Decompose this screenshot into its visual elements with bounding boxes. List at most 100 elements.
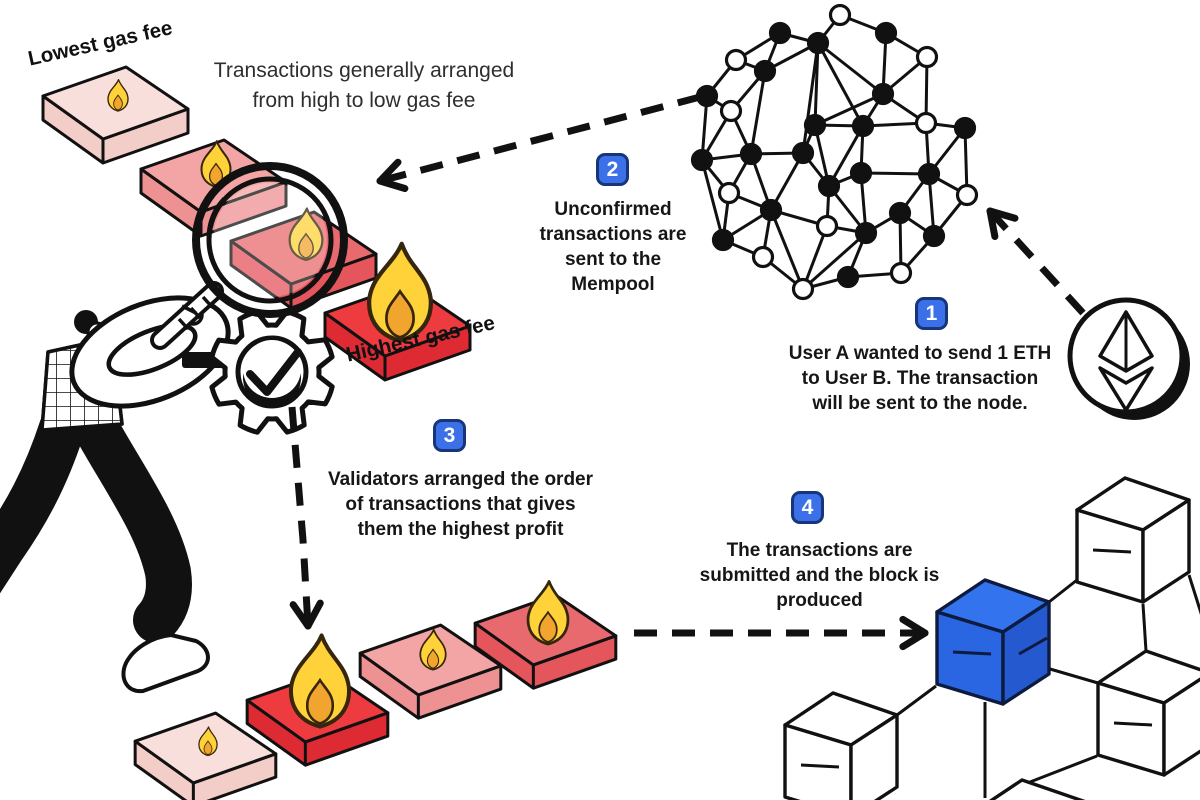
- tx-block: [139, 138, 288, 238]
- magnifying-glass-icon: [181, 162, 348, 318]
- dashed-arrow: [987, 208, 1086, 316]
- network-node: [806, 31, 830, 55]
- cube: [783, 691, 899, 800]
- gear-check-icon: [209, 309, 335, 435]
- tx-block: [41, 65, 190, 165]
- tx-block: [473, 580, 618, 690]
- network-node: [791, 277, 815, 301]
- cube-link: [896, 684, 937, 717]
- network-node: [717, 181, 741, 205]
- step-4-badge: 4: [791, 491, 824, 524]
- tx-block: [358, 623, 503, 720]
- person-illustration: [0, 295, 231, 694]
- network-edge: [860, 171, 930, 176]
- arrowhead: [289, 601, 312, 630]
- flame-icon: [107, 79, 129, 112]
- step-3-badge: 3: [433, 419, 466, 452]
- cube-link: [1049, 667, 1099, 685]
- network-node: [889, 261, 913, 285]
- cube: [1096, 649, 1200, 777]
- network-node: [922, 224, 946, 248]
- network-node: [817, 174, 841, 198]
- step-4-text: The transactions are submitted and the b…: [699, 540, 940, 612]
- shoe: [121, 633, 210, 694]
- dashed-arrow: [379, 93, 701, 185]
- network-node: [724, 48, 748, 72]
- eth-glyph-bottom: [1098, 366, 1154, 412]
- diagram-title: Transactions generally arranged from hig…: [213, 59, 515, 113]
- network-node: [803, 113, 827, 137]
- network-node: [849, 161, 873, 185]
- cube: [1075, 476, 1191, 604]
- cube-link: [1048, 578, 1078, 604]
- network-node: [917, 162, 941, 186]
- blockchain-cubes: [783, 476, 1200, 800]
- step-1-text: User A wanted to send 1 ETH to User B. T…: [788, 343, 1052, 415]
- arrowhead: [986, 207, 999, 241]
- arrowhead: [376, 158, 402, 185]
- produced-block-cube: [935, 578, 1051, 706]
- flow-arrows: [288, 93, 1086, 651]
- step-1-badge: 1: [915, 297, 948, 330]
- network-node: [739, 142, 763, 166]
- network-edge: [801, 225, 829, 290]
- network-node: [874, 21, 898, 45]
- arrowhead: [304, 599, 324, 630]
- network-edge: [827, 125, 865, 187]
- cube: [988, 778, 1086, 800]
- network-edge: [802, 231, 867, 291]
- network-node: [915, 45, 939, 69]
- flame-icon: [526, 580, 570, 646]
- mempool-network-graph: [690, 3, 979, 301]
- arrowhead: [899, 615, 929, 637]
- network-node: [888, 201, 912, 225]
- dashed-arrow: [288, 406, 312, 627]
- step-3-text: Validators arranged the order of transac…: [327, 469, 594, 541]
- flame-icon: [198, 726, 218, 757]
- flame-icon: [367, 241, 433, 343]
- network-node: [751, 245, 775, 269]
- network-node: [828, 3, 852, 27]
- gas-fee-stairs: [41, 65, 472, 382]
- reordered-transaction-blocks: [133, 580, 618, 800]
- network-node: [953, 116, 977, 140]
- cube-link: [1029, 754, 1098, 784]
- network-node: [851, 114, 875, 138]
- step-2-text: Unconfirmed transactions are sent to the…: [539, 199, 687, 296]
- network-edge: [700, 159, 725, 241]
- cube-link: [1187, 574, 1200, 615]
- arrowhead: [986, 207, 1019, 222]
- network-node: [753, 59, 777, 83]
- network-edge: [814, 92, 884, 127]
- network-node: [815, 214, 839, 238]
- network-edge: [963, 127, 969, 196]
- checkmark: [246, 348, 302, 396]
- step-2-badge: 2: [596, 153, 629, 186]
- flame-icon: [419, 628, 447, 671]
- flame-icon: [288, 207, 324, 262]
- network-node: [719, 99, 743, 123]
- network-node: [791, 141, 815, 165]
- network-node: [854, 221, 878, 245]
- network-node: [768, 21, 792, 45]
- network-edge: [769, 209, 805, 290]
- network-edge: [816, 42, 865, 127]
- tx-block: [323, 241, 472, 382]
- eth-coin-icon: [1067, 297, 1190, 420]
- network-edge: [817, 41, 884, 96]
- tx-block: [133, 711, 278, 800]
- network-node: [871, 82, 895, 106]
- arrowhead: [899, 629, 929, 651]
- network-node: [759, 198, 783, 222]
- cube-link: [1141, 603, 1148, 652]
- network-node: [836, 265, 860, 289]
- network-node: [914, 111, 938, 135]
- arrowhead: [376, 177, 409, 193]
- network-edge: [801, 42, 820, 154]
- tx-block: [245, 633, 390, 767]
- network-node: [690, 148, 714, 172]
- network-node: [695, 84, 719, 108]
- flame-icon: [288, 633, 352, 729]
